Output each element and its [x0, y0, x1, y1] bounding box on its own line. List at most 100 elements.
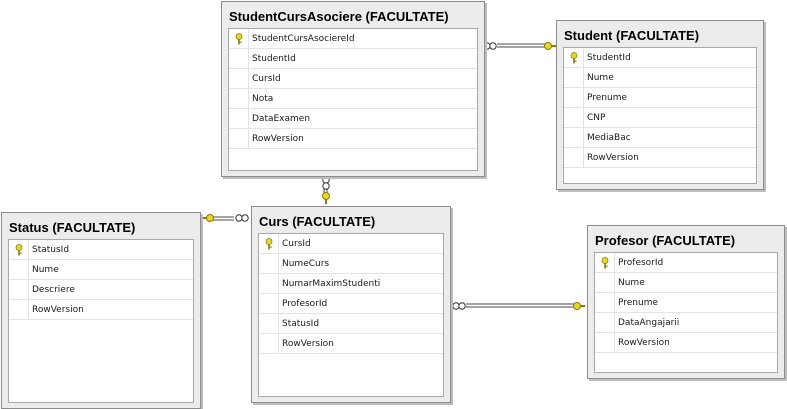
table-column[interactable]: StudentId [229, 49, 477, 69]
primary-key-icon [15, 244, 23, 256]
row-selector[interactable] [564, 128, 584, 147]
table-column[interactable]: CNP [564, 108, 756, 128]
column-name: RowVersion [252, 134, 304, 144]
table-column[interactable]: DataAngajarii [595, 313, 777, 333]
column-name: MediaBac [587, 133, 631, 143]
row-selector[interactable] [595, 293, 615, 312]
column-name: StatusId [32, 245, 70, 255]
row-selector[interactable] [9, 260, 29, 279]
primary-key-column[interactable]: StudentId [564, 48, 756, 68]
column-name: RowVersion [618, 338, 670, 348]
row-selector[interactable] [259, 294, 279, 313]
infinity-icon [235, 214, 243, 222]
primary-key-icon [601, 257, 609, 269]
column-name: StatusId [282, 319, 320, 329]
table-column[interactable]: StatusId [259, 314, 443, 334]
column-name: Prenume [618, 298, 659, 308]
table-column[interactable]: NumarMaximStudenti [259, 274, 443, 294]
row-selector[interactable] [564, 68, 584, 87]
key-icon [322, 192, 330, 204]
column-name: NumarMaximStudenti [282, 279, 381, 289]
table-column[interactable]: CursId [229, 69, 477, 89]
table-column[interactable]: RowVersion [595, 333, 777, 353]
table-column[interactable]: ProfesorId [259, 294, 443, 314]
column-name: RowVersion [282, 339, 334, 349]
table-column[interactable]: MediaBac [564, 128, 756, 148]
table-title: Status (FACULTATE) [9, 220, 136, 235]
row-selector[interactable] [259, 314, 279, 333]
primary-key-column[interactable]: ProfesorId [595, 253, 777, 273]
table-title: Curs (FACULTATE) [259, 214, 376, 229]
column-name: StudentId [587, 53, 631, 63]
table-column[interactable]: RowVersion [259, 334, 443, 354]
table-column[interactable]: Prenume [595, 293, 777, 313]
row-selector[interactable] [229, 49, 249, 68]
relationship-curs-profesor [452, 302, 585, 310]
table-column[interactable]: Descriere [9, 280, 193, 300]
table-column[interactable]: Nume [9, 260, 193, 280]
key-icon [573, 302, 585, 310]
column-name: DataExamen [252, 114, 311, 124]
row-selector[interactable] [259, 254, 279, 273]
column-name: CursId [282, 239, 311, 249]
table-column[interactable]: RowVersion [9, 300, 193, 320]
row-selector[interactable] [595, 313, 615, 332]
column-name: Nota [252, 94, 274, 104]
column-name: NumeCurs [282, 259, 330, 269]
relationship-sca-student [483, 42, 556, 50]
row-selector[interactable] [259, 234, 279, 253]
relationship-sca-curs [322, 176, 330, 204]
row-selector[interactable] [9, 300, 29, 319]
row-selector[interactable] [564, 148, 584, 167]
column-name: Descriere [32, 285, 75, 295]
row-selector[interactable] [229, 89, 249, 108]
column-name: Nume [32, 265, 59, 275]
column-name: RowVersion [32, 305, 84, 315]
primary-key-icon [265, 238, 273, 250]
row-selector[interactable] [229, 69, 249, 88]
table-column[interactable]: DataExamen [229, 109, 477, 129]
row-selector[interactable] [229, 129, 249, 148]
relationship-curs-status [202, 214, 249, 222]
table-title: Profesor (FACULTATE) [595, 233, 736, 248]
row-selector[interactable] [229, 29, 249, 48]
table-title: Student (FACULTATE) [564, 28, 700, 43]
row-selector[interactable] [564, 108, 584, 127]
row-selector[interactable] [9, 240, 29, 259]
column-name: Prenume [587, 93, 628, 103]
table-column[interactable]: Nume [564, 68, 756, 88]
row-selector[interactable] [259, 334, 279, 353]
primary-key-column[interactable]: CursId [259, 234, 443, 254]
row-selector[interactable] [595, 333, 615, 352]
primary-key-icon [235, 33, 243, 45]
table-studentcursasociere[interactable]: StudentCursAsociere (FACULTATE) StudentC… [221, 1, 485, 177]
table-column[interactable]: NumeCurs [259, 254, 443, 274]
primary-key-column[interactable]: StudentCursAsociereId [229, 29, 477, 49]
primary-key-icon [570, 52, 578, 64]
row-selector[interactable] [9, 280, 29, 299]
table-column[interactable]: Prenume [564, 88, 756, 108]
row-selector[interactable] [595, 273, 615, 292]
row-selector[interactable] [259, 274, 279, 293]
table-column[interactable]: RowVersion [229, 129, 477, 149]
table-column[interactable]: Nume [595, 273, 777, 293]
row-selector[interactable] [595, 253, 615, 272]
table-column[interactable]: RowVersion [564, 148, 756, 168]
table-title: StudentCursAsociere (FACULTATE) [229, 9, 449, 24]
row-selector[interactable] [564, 88, 584, 107]
table-column[interactable]: Nota [229, 89, 477, 109]
infinity-icon [322, 176, 330, 184]
row-selector[interactable] [229, 109, 249, 128]
row-selector[interactable] [564, 48, 584, 67]
primary-key-column[interactable]: StatusId [9, 240, 193, 260]
column-name: CNP [587, 113, 606, 123]
